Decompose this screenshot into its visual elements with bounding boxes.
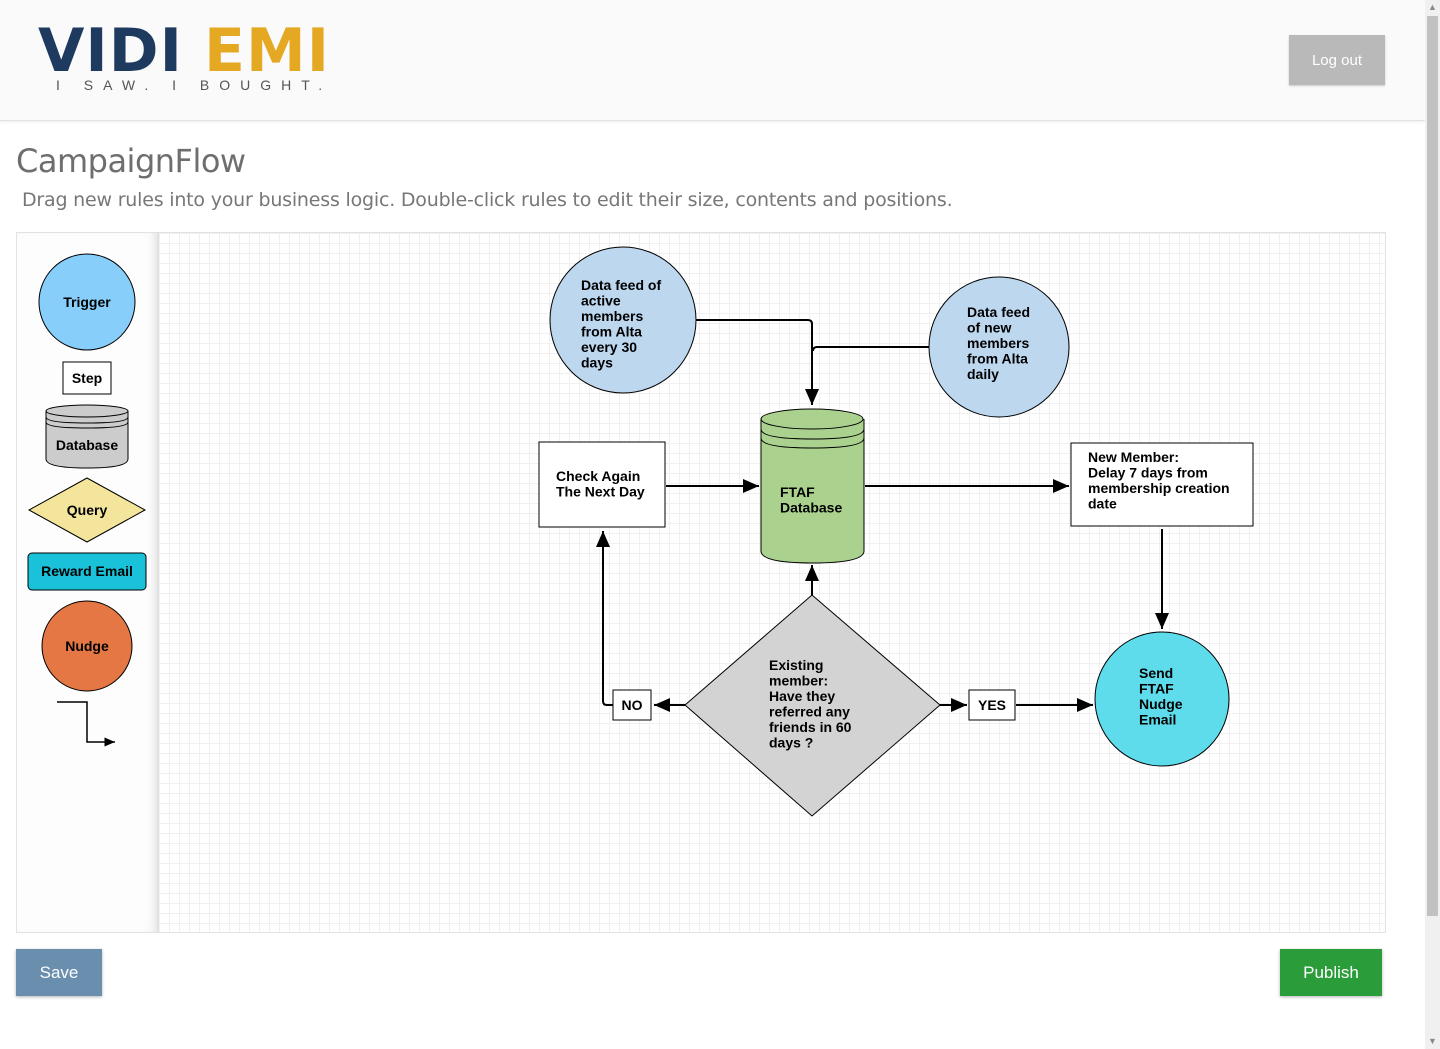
decision-line: Existing	[769, 657, 823, 673]
shape-palette: Trigger Step Database Query Reward Email…	[16, 232, 158, 933]
palette-nudge-label: Nudge	[65, 638, 109, 654]
connector-feed-active-to-db	[696, 319, 819, 405]
feed-new-line: of new	[967, 320, 1011, 336]
scroll-down-arrow-icon[interactable]: ▼	[1428, 1036, 1437, 1046]
feed-active-line: days	[581, 355, 613, 371]
feed-active-line: members	[581, 308, 643, 324]
palette-trigger[interactable]: Trigger	[38, 253, 136, 351]
new-member-line: New Member:	[1088, 449, 1179, 465]
decision-line: days ?	[769, 735, 813, 751]
feed-new-line: Data feed	[967, 304, 1030, 320]
publish-button[interactable]: Publish	[1280, 949, 1382, 996]
flow-connectors	[596, 319, 1169, 712]
feed-active-line: every 30	[581, 339, 637, 355]
palette-nudge[interactable]: Nudge	[41, 600, 133, 692]
palette-step[interactable]: Step	[62, 361, 112, 395]
decision-line: referred any	[769, 704, 850, 720]
palette-connector-arrow-icon[interactable]	[57, 701, 115, 747]
palette-shapes: Trigger Step Database Query Reward Email…	[27, 253, 147, 747]
palette-step-label: Step	[72, 370, 102, 386]
scrollbar-thumb[interactable]	[1427, 16, 1438, 916]
new-member-line: membership creation	[1088, 480, 1230, 496]
decision-line: Have they	[769, 688, 835, 704]
node-no-label[interactable]: NO	[612, 689, 652, 721]
page-title: CampaignFlow	[16, 142, 246, 180]
feed-active-line: Data feed of	[581, 277, 661, 293]
feed-new-line: members	[967, 335, 1029, 351]
connector-feed-new-to-db	[812, 346, 929, 352]
palette-database-label: Database	[56, 437, 118, 453]
app-header: VIDI EMI I SAW. I BOUGHT. Log out	[0, 0, 1425, 121]
vertical-scrollbar[interactable]: ▲ ▼	[1425, 0, 1440, 1049]
no-label-text: NO	[622, 697, 643, 713]
logout-button[interactable]: Log out	[1289, 35, 1385, 85]
scroll-up-arrow-icon[interactable]: ▲	[1428, 2, 1437, 12]
new-member-line: date	[1088, 496, 1117, 512]
nudge-email-line: FTAF	[1139, 681, 1174, 697]
vidi-emi-logo: VIDI EMI I SAW. I BOUGHT.	[38, 20, 338, 100]
decision-line: member:	[769, 673, 828, 689]
database-line: Database	[780, 500, 842, 516]
save-button[interactable]: Save	[16, 949, 102, 996]
palette-query-label: Query	[67, 502, 108, 518]
check-again-line: The Next Day	[556, 484, 645, 500]
logo-tagline: I SAW. I BOUGHT.	[56, 77, 333, 93]
feed-new-line: daily	[967, 366, 999, 382]
palette-trigger-label: Trigger	[63, 294, 111, 310]
palette-query[interactable]: Query	[27, 477, 147, 543]
check-again-line: Check Again	[556, 468, 640, 484]
nudge-email-line: Send	[1139, 665, 1173, 681]
feed-new-line: from Alta	[967, 351, 1028, 367]
logo-vidi-text: VIDI	[38, 16, 183, 86]
logo-emi-text: EMI	[204, 16, 331, 86]
palette-reward-email[interactable]: Reward Email	[27, 552, 147, 591]
new-member-line: Delay 7 days from	[1088, 465, 1208, 481]
nudge-email-line: Email	[1139, 712, 1176, 728]
palette-database[interactable]: Database	[45, 404, 129, 469]
connector-no-to-check	[596, 531, 613, 706]
page-subtitle: Drag new rules into your business logic.…	[22, 189, 953, 211]
feed-active-line: active	[581, 293, 621, 309]
yes-label-text: YES	[978, 697, 1006, 713]
decision-line: friends in 60	[769, 719, 852, 735]
palette-reward-email-label: Reward Email	[41, 563, 133, 579]
feed-active-line: from Alta	[581, 324, 642, 340]
database-line: FTAF	[780, 484, 815, 500]
node-yes-label[interactable]: YES	[968, 689, 1016, 721]
nudge-email-line: Nudge	[1139, 696, 1183, 712]
